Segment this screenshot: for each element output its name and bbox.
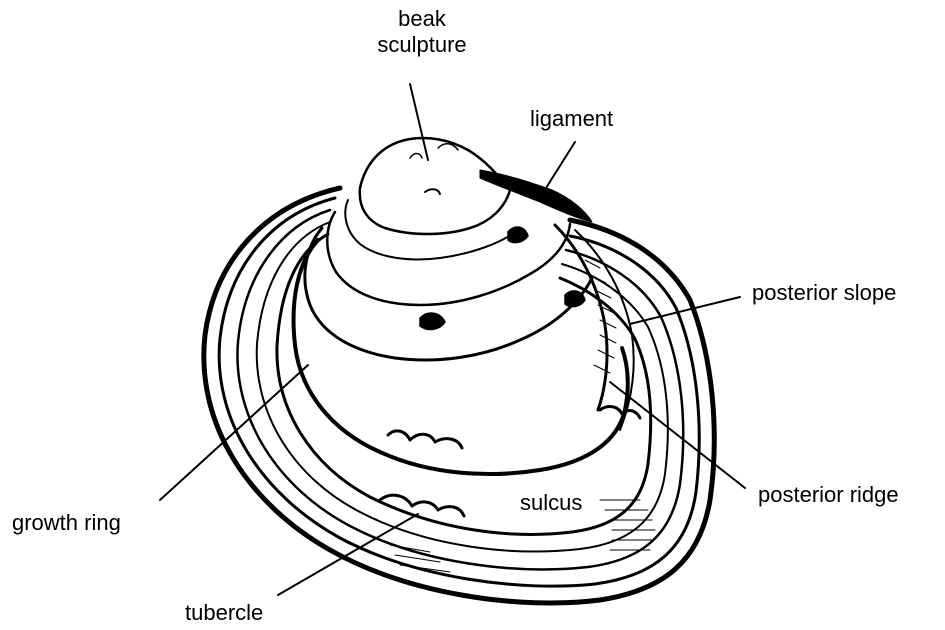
beak-sculpture-label-line1: beak — [367, 6, 477, 32]
ligament-shape — [480, 170, 592, 222]
tubercle-2 — [508, 227, 528, 243]
tubercle-4 — [388, 431, 462, 448]
growth-band-outer-4 — [277, 234, 651, 534]
sulcus-label: sulcus — [520, 490, 582, 516]
leader-posterior-ridge — [610, 382, 745, 488]
leader-ligament — [546, 142, 575, 188]
growth-band-outer-3 — [257, 222, 668, 551]
growth-ring-label: growth ring — [12, 510, 121, 536]
beak-sculpture-mark-1 — [410, 154, 422, 159]
inner-ring-3 — [345, 200, 518, 259]
posterior-slope-label: posterior slope — [752, 280, 896, 306]
tubercle-5 — [380, 495, 464, 516]
posterior-ridge-line — [555, 225, 607, 410]
leader-growth-ring — [160, 365, 308, 500]
beak-outline — [360, 138, 510, 234]
shell-outline — [204, 188, 714, 603]
tubercle-label: tubercle — [185, 600, 263, 626]
beak-sculpture-label-line2: sculpture — [367, 32, 477, 58]
leader-beak-sculpture — [410, 84, 428, 160]
ligament-label: ligament — [530, 106, 613, 132]
inner-ring-1 — [305, 228, 592, 360]
tubercle-6 — [600, 407, 640, 418]
posterior-ridge-label: posterior ridge — [758, 482, 899, 508]
inner-ring-2 — [327, 212, 570, 305]
leader-posterior-slope — [630, 297, 740, 324]
beak-sculpture-label: beak sculpture — [367, 6, 477, 58]
tubercle-1 — [420, 313, 445, 329]
beak-sculpture-mark-2 — [425, 189, 440, 194]
